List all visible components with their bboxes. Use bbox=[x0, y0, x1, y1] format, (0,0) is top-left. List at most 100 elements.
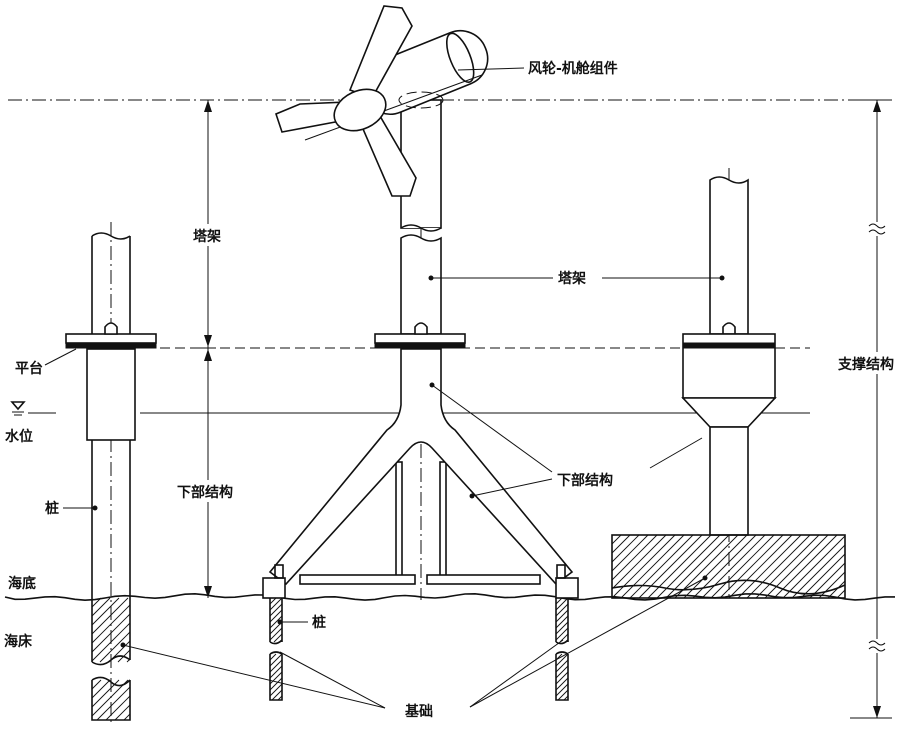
arrow-up-substructure bbox=[204, 349, 212, 361]
hatch-line bbox=[782, 535, 846, 599]
break-symbol-lower bbox=[868, 640, 886, 652]
arrow-up-support bbox=[873, 100, 881, 112]
hatch-line bbox=[701, 534, 766, 599]
hatch-line bbox=[555, 671, 569, 685]
hatch-line bbox=[656, 534, 721, 599]
leader-dot bbox=[719, 275, 725, 281]
label-support-structure: 支撑结构 bbox=[837, 356, 894, 373]
hatch-line bbox=[665, 534, 730, 599]
hatching bbox=[91, 534, 846, 721]
leader-dot bbox=[469, 493, 475, 499]
tripod-central-post-right bbox=[439, 461, 447, 577]
leader-substructure-gravity bbox=[649, 437, 703, 469]
monopile-platform-plate bbox=[65, 333, 157, 344]
arrow-down-tower bbox=[204, 335, 212, 347]
leader-dot bbox=[277, 619, 283, 625]
leader-dot bbox=[92, 505, 98, 511]
tripod-pile-stub-left bbox=[274, 564, 284, 579]
tripod-bottom-brace-right bbox=[426, 574, 541, 585]
gravity-base-block bbox=[611, 534, 846, 599]
labels: 风轮-机舱组件 塔架 塔架 平台 水位 下部结构 下部结构 支撑结构 桩 桩 海… bbox=[4, 60, 894, 720]
hatch-line bbox=[114, 704, 131, 721]
hatch-line bbox=[557, 689, 569, 701]
label-seabed: 海床 bbox=[4, 633, 33, 650]
hatch-line bbox=[746, 534, 811, 599]
label-background bbox=[836, 352, 906, 374]
label-background bbox=[190, 224, 226, 246]
hatch-line bbox=[269, 603, 283, 617]
gravity-platform-cap bbox=[722, 322, 736, 335]
leader-rotor-nacelle bbox=[457, 67, 525, 71]
hatch-line bbox=[809, 562, 846, 599]
hatch-line bbox=[96, 686, 131, 721]
hatch-line bbox=[611, 534, 649, 572]
leader-substructure-leg bbox=[471, 478, 553, 497]
hatch-line bbox=[91, 597, 129, 635]
hatch-line bbox=[791, 544, 846, 599]
hatch-line bbox=[273, 633, 283, 643]
hatch-line bbox=[710, 534, 775, 599]
gravity-tower-tube bbox=[709, 176, 749, 335]
leader-dot bbox=[429, 382, 435, 388]
gravity-base-structure bbox=[611, 168, 846, 600]
gravity-lower-tube bbox=[709, 426, 749, 536]
leader-dot bbox=[120, 642, 126, 648]
hatch-line bbox=[719, 534, 784, 599]
tripod-pile-stub-right bbox=[556, 564, 566, 579]
hatch-line bbox=[555, 627, 569, 641]
break-gap bbox=[868, 639, 886, 653]
hatch-line bbox=[611, 534, 622, 545]
label-water-level: 水位 bbox=[5, 428, 33, 445]
monopile-tower-tube bbox=[91, 236, 131, 334]
hatch-line bbox=[611, 534, 676, 599]
tripod-platform-bar bbox=[374, 342, 466, 349]
hatch-line bbox=[611, 534, 658, 581]
monopile-break-top bbox=[91, 232, 131, 240]
hatch-line bbox=[555, 683, 569, 697]
hatch-line bbox=[555, 665, 569, 679]
hatch-line bbox=[91, 597, 120, 626]
tripod-pile-left bbox=[269, 598, 283, 701]
leader-dot bbox=[428, 275, 434, 281]
label-tower-left: 塔架 bbox=[193, 228, 221, 245]
label-substructure-left: 下部结构 bbox=[177, 484, 233, 501]
leader-foundation-gravity bbox=[469, 577, 706, 708]
break-symbol-upper bbox=[868, 223, 886, 235]
hatch-line bbox=[269, 665, 283, 679]
hatch-line bbox=[99, 631, 131, 663]
hatch-line bbox=[269, 683, 283, 697]
hatch-line bbox=[269, 653, 283, 667]
hatch-line bbox=[269, 653, 277, 661]
tripod-pile-sleeve-right bbox=[555, 577, 579, 599]
hatch-line bbox=[555, 677, 569, 691]
gravity-platform-bar bbox=[682, 342, 776, 349]
hatch-line bbox=[764, 534, 829, 599]
hatch-line bbox=[728, 534, 793, 599]
hatch-line bbox=[269, 677, 283, 691]
hatch-line bbox=[638, 534, 703, 599]
hatch-line bbox=[555, 615, 569, 629]
leader-foundation-tripod-right bbox=[469, 639, 564, 708]
hatch-line bbox=[269, 671, 283, 685]
leader-foundation-monopile bbox=[122, 644, 386, 709]
hatch-line bbox=[555, 603, 569, 617]
water-level-symbol bbox=[10, 401, 56, 416]
hatch-line bbox=[773, 534, 838, 599]
tripod-tower-lower bbox=[400, 234, 442, 335]
leader-platform bbox=[44, 348, 77, 366]
nacelle-end bbox=[445, 32, 475, 83]
hatch-line bbox=[91, 679, 111, 699]
hatch-line bbox=[555, 659, 569, 673]
hatch-line bbox=[629, 534, 694, 599]
hatch-line bbox=[269, 597, 283, 611]
arrow-up-tower bbox=[204, 100, 212, 112]
leader-foundation-tripod-left bbox=[279, 651, 386, 709]
hatch-line bbox=[755, 534, 820, 599]
break-gap bbox=[868, 222, 886, 236]
water-level-triangle-icon bbox=[10, 401, 26, 411]
tripod-platform-cap bbox=[414, 322, 428, 335]
hatch-line bbox=[555, 597, 569, 611]
tripod-bottom-brace-left bbox=[299, 574, 416, 585]
label-platform: 平台 bbox=[15, 360, 43, 377]
